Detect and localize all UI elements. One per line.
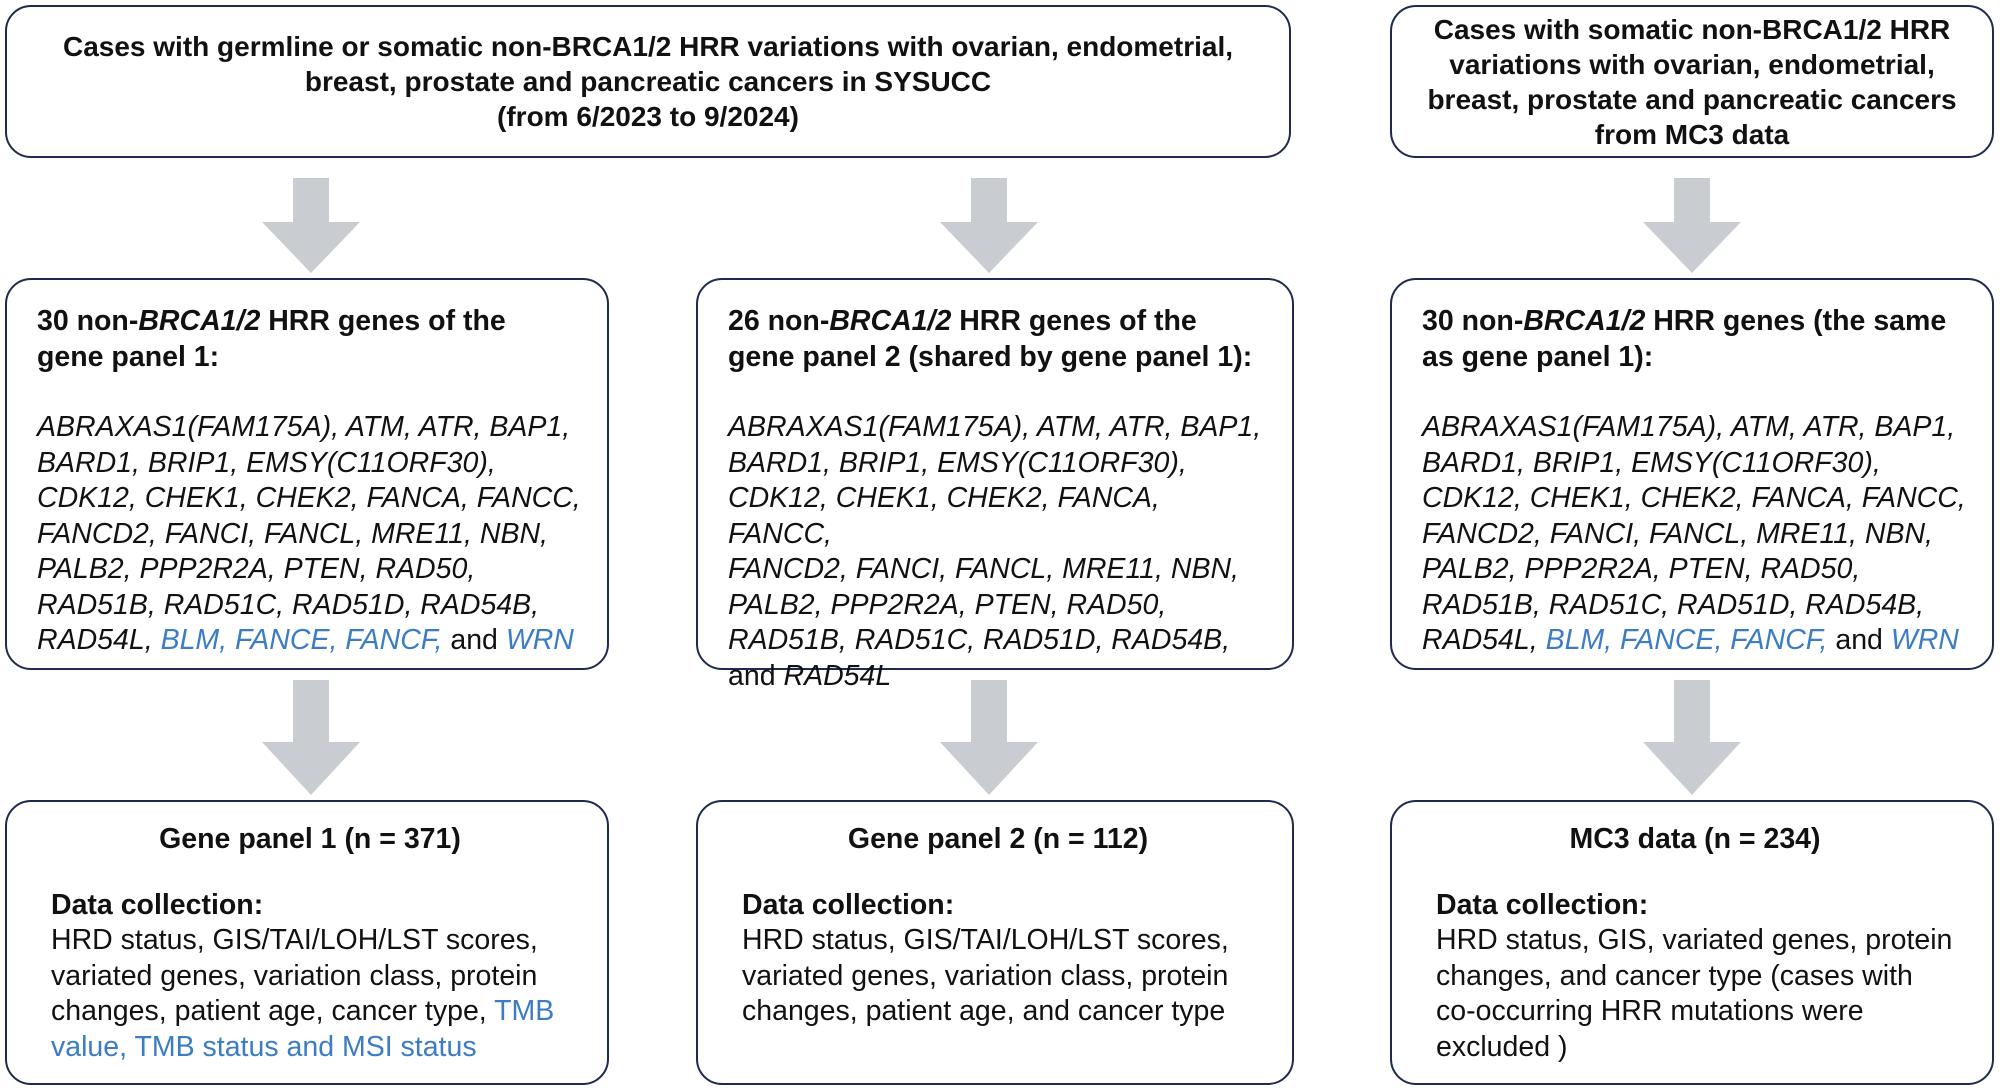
arrow-down-shape	[940, 680, 1038, 795]
gene-list-line: PALB2, PPP2R2A, PTEN, RAD50,	[37, 553, 476, 585]
result-panel-1-box: Gene panel 1 (n = 371) Data collection: …	[5, 800, 609, 1085]
gene-list-and: and	[728, 659, 784, 692]
gene-list-last-gene: RAD54L	[783, 659, 892, 692]
sysucc-source-line-3: (from 6/2023 to 9/2024)	[497, 101, 799, 132]
highlighted-genes: BLM, FANCE, FANCF,	[160, 624, 443, 656]
data-collection-label: Data collection:	[742, 888, 955, 921]
highlighted-gene: WRN	[505, 624, 574, 656]
arrow-down-icon	[262, 178, 360, 273]
result-panel-2-title: Gene panel 2 (n = 112)	[847, 823, 1149, 855]
gene-list-line: FANCD2, FANCI, FANCL, MRE11, NBN,	[37, 517, 548, 550]
gene-list-line: RAD51B, RAD51C, RAD51D, RAD54B,	[1422, 588, 1925, 621]
arrow-down-icon	[1643, 178, 1741, 273]
gene-panel-2-heading-line-2: gene panel 2 (shared by gene panel 1):	[728, 340, 1253, 373]
gene-panel-2-heading-em: BRCA1/2	[829, 305, 952, 337]
gene-panel-mc3-gene-list: ABRAXAS1(FAM175A), ATM, ATR, BAP1, BARD1…	[1422, 410, 1966, 659]
arrow-down-icon	[940, 680, 1038, 795]
data-collection-line: HRD status, GIS/TAI/LOH/LST scores,	[51, 924, 538, 956]
gene-panel-2-heading: 26 non-BRCA1/2 HRR genes of the gene pan…	[728, 304, 1266, 375]
result-panel-2-box: Gene panel 2 (n = 112) Data collection: …	[696, 800, 1294, 1085]
gene-panel-1-heading-em: BRCA1/2	[138, 305, 261, 337]
mc3-source-box: Cases with somatic non-BRCA1/2 HRR varia…	[1390, 5, 1994, 158]
gene-list-line-last: RAD54L, BLM, FANCE, FANCF, and WRN	[1422, 623, 1966, 659]
gene-panel-mc3-heading-post: HRR genes (the same	[1645, 305, 1947, 337]
gene-panel-mc3-heading-line-2: as gene panel 1):	[1422, 340, 1654, 373]
gene-list-line: ABRAXAS1(FAM175A), ATM, ATR, BAP1,	[37, 411, 571, 443]
gene-list-line: FANCD2, FANCI, FANCL, MRE11, NBN,	[1422, 517, 1933, 550]
gene-list-line: FANCD2, FANCI, FANCL, MRE11, NBN,	[728, 553, 1239, 585]
gene-list-line: RAD51B, RAD51C, RAD51D, RAD54B,	[37, 588, 540, 621]
mc3-source-line-3: breast, prostate and pancreatic cancers	[1427, 83, 1957, 115]
gene-list-line: ABRAXAS1(FAM175A), ATM, ATR, BAP1,	[728, 411, 1262, 443]
highlighted-data: TMB	[494, 995, 555, 1027]
gene-list-line: CDK12, CHEK1, CHEK2, FANCA, FANCC,	[1422, 482, 1966, 514]
gene-list-line: RAD51B, RAD51C, RAD51D, RAD54B,	[728, 624, 1231, 656]
gene-list-line: PALB2, PPP2R2A, PTEN, RAD50,	[728, 588, 1167, 621]
arrow-down-shape	[940, 178, 1038, 273]
sysucc-source-box: Cases with germline or somatic non-BRCA1…	[5, 5, 1291, 158]
mc3-source-line-4: from MC3 data	[1594, 118, 1790, 150]
gene-panel-2-heading-pre: 26 non-	[728, 305, 830, 337]
gene-panel-1-heading: 30 non-BRCA1/2 HRR genes of the gene pan…	[37, 304, 581, 375]
gene-panel-mc3-heading-pre: 30 non-	[1422, 305, 1524, 337]
gene-panel-2-heading-post: HRR genes of the	[951, 305, 1197, 337]
data-collection-line: changes, patient age, and cancer type	[742, 995, 1226, 1027]
gene-list-line: PALB2, PPP2R2A, PTEN, RAD50,	[1422, 553, 1861, 585]
arrow-down-shape	[262, 680, 360, 795]
gene-list-and: and	[442, 624, 506, 656]
arrow-down-shape	[1643, 680, 1741, 795]
gene-list-prefix: RAD54L,	[1422, 624, 1546, 656]
sysucc-source-line-2: breast, prostate and pancreatic cancers …	[304, 66, 992, 97]
gene-panel-1-heading-line-2: gene panel 1:	[37, 340, 220, 373]
mc3-source-line-2: variations with ovarian, endometrial,	[1449, 48, 1935, 80]
gene-panel-mc3-heading-em: BRCA1/2	[1523, 305, 1646, 337]
sysucc-source-line-1: Cases with germline or somatic non-BRCA1…	[62, 31, 1234, 62]
data-collection-line: co-occurring HRR mutations were	[1436, 995, 1864, 1027]
data-collection-line: changes, and cancer type (cases with	[1436, 959, 1913, 992]
gene-list-line: ABRAXAS1(FAM175A), ATM, ATR, BAP1,	[1422, 411, 1956, 443]
gene-panel-mc3-heading: 30 non-BRCA1/2 HRR genes (the same as ge…	[1422, 304, 1966, 375]
mc3-source-text: Cases with somatic non-BRCA1/2 HRR varia…	[1427, 12, 1956, 152]
data-collection-label: Data collection:	[1436, 888, 1649, 921]
highlighted-genes: BLM, FANCE, FANCF,	[1545, 624, 1828, 656]
arrow-down-shape	[1643, 178, 1741, 273]
data-collection-line: HRD status, GIS, variated genes, protein	[1436, 924, 1953, 956]
data-collection-line: variated genes, variation class, protein	[742, 959, 1229, 992]
arrow-down-shape	[262, 178, 360, 273]
data-collection-line: variated genes, variation class, protein	[51, 959, 538, 992]
data-collection-line: changes, patient age, cancer type, TMB	[51, 994, 581, 1030]
mc3-source-line-1: Cases with somatic non-BRCA1/2 HRR	[1433, 13, 1951, 45]
arrow-down-icon	[940, 178, 1038, 273]
gene-panel-2-gene-list: ABRAXAS1(FAM175A), ATM, ATR, BAP1, BARD1…	[728, 410, 1266, 694]
gene-list-line-last: and RAD54L	[728, 659, 1266, 695]
gene-list-and: and	[1827, 624, 1891, 656]
data-collection-label: Data collection:	[51, 888, 264, 921]
gene-list-line: CDK12, CHEK1, CHEK2, FANCA, FANCC,	[37, 482, 581, 514]
gene-list-line: BARD1, BRIP1, EMSY(C11ORF30),	[728, 446, 1187, 479]
gene-panel-mc3-box: 30 non-BRCA1/2 HRR genes (the same as ge…	[1390, 278, 1994, 670]
gene-list-prefix: RAD54L,	[37, 624, 161, 656]
sysucc-source-text: Cases with germline or somatic non-BRCA1…	[63, 29, 1233, 134]
gene-panel-2-box: 26 non-BRCA1/2 HRR genes of the gene pan…	[696, 278, 1294, 692]
highlighted-gene: WRN	[1890, 624, 1959, 656]
gene-panel-1-box: 30 non-BRCA1/2 HRR genes of the gene pan…	[5, 278, 609, 670]
arrow-down-icon	[262, 680, 360, 795]
result-mc3-title: MC3 data (n = 234)	[1569, 823, 1821, 855]
gene-panel-1-heading-post: HRR genes of the	[260, 305, 506, 337]
gene-list-line-last: RAD54L, BLM, FANCE, FANCF, and WRN	[37, 623, 581, 659]
gene-panel-1-heading-pre: 30 non-	[37, 305, 139, 337]
highlighted-data-line: value, TMB status and MSI status	[51, 1030, 477, 1063]
gene-panel-1-gene-list: ABRAXAS1(FAM175A), ATM, ATR, BAP1, BARD1…	[37, 410, 581, 659]
gene-list-line: BARD1, BRIP1, EMSY(C11ORF30),	[37, 446, 496, 479]
gene-list-line: CDK12, CHEK1, CHEK2, FANCA, FANCC,	[728, 482, 1160, 550]
result-panel-1-title: Gene panel 1 (n = 371)	[159, 823, 461, 855]
arrow-down-icon	[1643, 680, 1741, 795]
result-mc3-box: MC3 data (n = 234) Data collection: HRD …	[1390, 800, 1994, 1085]
data-collection-text: changes, patient age, cancer type,	[51, 995, 495, 1027]
data-collection-line: excluded )	[1436, 1030, 1568, 1063]
data-collection-line: HRD status, GIS/TAI/LOH/LST scores,	[742, 924, 1229, 956]
gene-list-line: BARD1, BRIP1, EMSY(C11ORF30),	[1422, 446, 1881, 479]
